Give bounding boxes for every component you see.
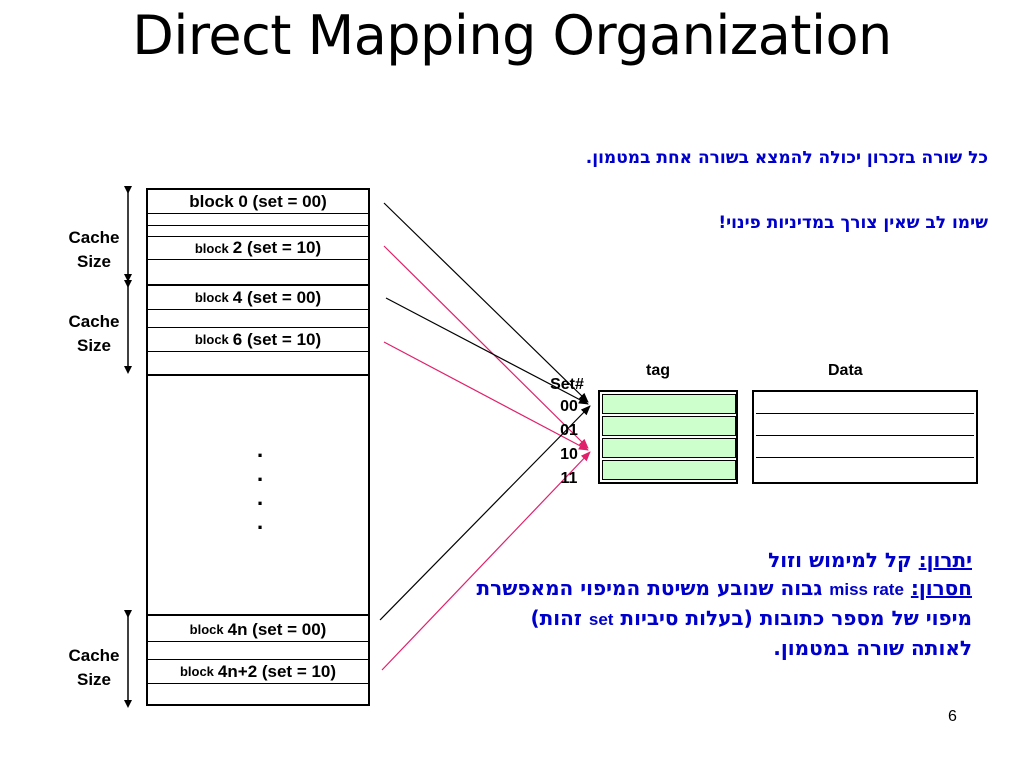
note-no-eviction: שימו לב שאין צורך במדיניות פינוי! bbox=[718, 213, 988, 233]
set-11: 11 bbox=[560, 470, 578, 487]
disadvantage-text: חסרון: miss rate גבוה שנובע משיטת המיפוי… bbox=[476, 576, 973, 660]
advantage-line: יתרון: קל למימוש וזול bbox=[768, 548, 972, 572]
memory-row-empty bbox=[148, 214, 368, 226]
set-10: 10 bbox=[560, 446, 578, 463]
arrow-block6 bbox=[383, 341, 589, 451]
tag-header: tag bbox=[646, 362, 670, 379]
ellipsis-dots: .. .. bbox=[256, 441, 264, 534]
tag-array bbox=[598, 390, 738, 484]
set-header: Set# bbox=[550, 376, 584, 393]
slide-title: Direct Mapping Organization bbox=[132, 4, 892, 67]
memory-row-block0: block 0 (set = 00) bbox=[148, 190, 368, 214]
data-cell bbox=[756, 436, 974, 458]
memory-row-empty bbox=[148, 352, 368, 376]
tag-cell bbox=[602, 460, 736, 480]
arrow-block4 bbox=[385, 297, 589, 405]
data-cell bbox=[756, 392, 974, 414]
set-01: 01 bbox=[560, 422, 578, 439]
pros-cons-notes: יתרון: קל למימוש וזול חסרון: miss rate ג… bbox=[470, 546, 973, 662]
memory-row-empty bbox=[148, 642, 368, 660]
tag-cell bbox=[602, 438, 736, 458]
arrow-block2 bbox=[383, 245, 589, 449]
arrow-block4n2 bbox=[381, 451, 591, 671]
page-number: 6 bbox=[948, 708, 957, 725]
set-00: 00 bbox=[560, 398, 578, 415]
data-cell bbox=[756, 414, 974, 436]
tag-cell bbox=[602, 416, 736, 436]
data-header: Data bbox=[828, 362, 863, 379]
arrow-block4n bbox=[379, 405, 591, 621]
memory-row-empty bbox=[148, 310, 368, 328]
memory-row-empty bbox=[148, 260, 368, 284]
note-mapping: כל שורה בזכרון יכולה להמצא בשורה אחת במט… bbox=[585, 148, 988, 168]
arrow-block0 bbox=[383, 202, 589, 403]
tag-cell bbox=[602, 394, 736, 414]
data-array bbox=[752, 390, 978, 484]
